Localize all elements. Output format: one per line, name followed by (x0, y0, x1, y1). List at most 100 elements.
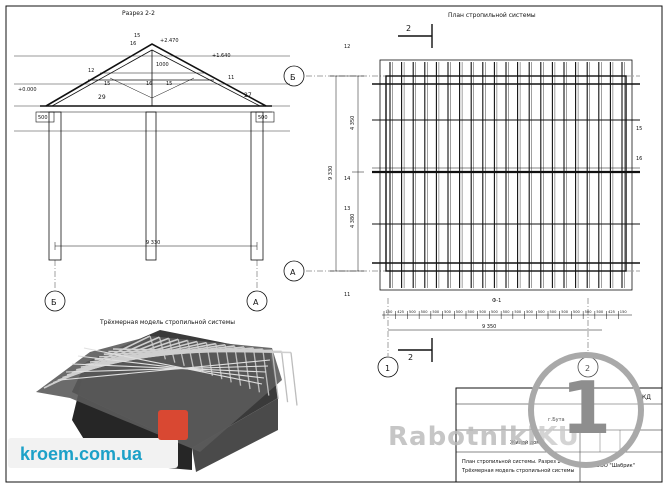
spacing-label: 500 (432, 310, 440, 314)
spacing-label: 500 (514, 310, 522, 314)
sheet-frame (5, 5, 663, 483)
spacing-label: 500 (491, 310, 499, 314)
mark-label: 14 (344, 176, 350, 182)
model-purlin (77, 355, 265, 379)
axis-bubble-a (283, 260, 305, 282)
mark-label: 15 (104, 81, 110, 87)
pitch-right: 27 (244, 92, 252, 99)
model-title: Трёхмерная модель стропильной системы (99, 319, 235, 326)
support-left (35, 111, 55, 123)
model-purlin (83, 347, 263, 385)
cut-label-top: 2 (406, 24, 411, 33)
pitch-left: 29 (98, 94, 106, 101)
spacing-label: 500 (526, 310, 534, 314)
sheet-desc-1: План стропильной системы. Разрез 2-2 (462, 458, 566, 465)
axis-1-label: 1 (385, 364, 390, 373)
spacing-label: 500 (479, 310, 487, 314)
strut (109, 77, 153, 99)
spacing-label: 500 (596, 310, 604, 314)
axis-b-label: Б (51, 298, 57, 307)
model-purlin (71, 363, 267, 373)
company-name: ООО "Шабрик" (596, 463, 635, 469)
model-rafter (243, 346, 251, 390)
spacing-label: 500 (468, 310, 476, 314)
cut-label-bottom: 2 (408, 353, 413, 362)
mark-label: 16 (130, 41, 136, 47)
model-rafter (186, 340, 195, 370)
plan-axis-a-label: А (290, 268, 296, 277)
support-right (255, 111, 275, 123)
axis-bubble-1 (377, 356, 399, 378)
model-rafter (280, 351, 289, 403)
spacing-label: 500 (573, 310, 581, 314)
spacing-label: 500 (538, 310, 546, 314)
sheet-desc-2: Трёхмерная модель стропильной системы (461, 467, 575, 474)
spacing-label: 500 (561, 310, 569, 314)
rafter-plan: План стропильной системы 2 Б А 9 330 4 3… (283, 12, 642, 378)
mark-label: 16 (636, 156, 642, 162)
support-right-label: 500 (258, 115, 268, 121)
spacing-label: 500 (409, 310, 417, 314)
plan-title: План стропильной системы (448, 12, 536, 19)
site-watermark: kroem.com.ua (20, 444, 143, 464)
ridge-level: +2.470 (160, 38, 179, 44)
mark-label: 11 (344, 292, 350, 298)
sheet-number-badge: 1 (528, 352, 644, 468)
plate-level: +1.640 (212, 53, 231, 59)
mark-label: 15 (166, 81, 172, 87)
model-rafter (290, 352, 298, 406)
model-rafter (271, 350, 279, 399)
model-purlin (65, 365, 269, 373)
spacing-label: 150 (386, 310, 394, 314)
mark-label: 15 (134, 33, 140, 39)
axis-bubble-b (44, 290, 66, 312)
wall-left (48, 111, 62, 261)
support-left-label: 500 (38, 115, 48, 121)
axis-a-label: А (253, 298, 259, 307)
model-rafter-group (43, 335, 298, 406)
plan-outline (379, 59, 633, 291)
axis-bubble-b (283, 65, 305, 87)
model-rafter (252, 348, 261, 393)
spacing-label: 150 (620, 310, 628, 314)
tools-icon (158, 410, 188, 440)
section-2-2: Разрез 2-2 500 500 15 16 +2.470 +1.640 1… (14, 10, 290, 312)
foundation-mark: Ф-1 (492, 298, 501, 304)
wall-middle (145, 111, 157, 261)
spacing-label: 500 (456, 310, 464, 314)
zero-level: +0.000 (18, 87, 37, 93)
site-watermark-box (8, 438, 178, 468)
mark-label: 12 (88, 68, 94, 74)
mark-label: 12 (344, 44, 350, 50)
plan-axis-b-label: Б (290, 73, 296, 82)
strut (151, 77, 195, 99)
plan-dim-total-v: 9 330 (328, 166, 334, 180)
dim-1000: 1000 (156, 62, 169, 68)
axis-bubble-a (246, 290, 268, 312)
sheet-number: 1 (560, 366, 612, 450)
spacing-label: 500 (585, 310, 593, 314)
spacing-label: 425 (397, 310, 404, 314)
plan-dim-bottom-v: 4 380 (350, 214, 356, 228)
model-rafter (112, 348, 292, 354)
mark-label: 15 (636, 126, 642, 132)
section-width-dim: 9 330 (146, 240, 160, 246)
spacing-label: 500 (444, 310, 452, 314)
rafter-group (389, 62, 625, 288)
project-code: КД (642, 394, 651, 401)
mark-label: 16 (146, 81, 152, 87)
house-wall-side (192, 398, 278, 472)
spacing-label: 500 (421, 310, 429, 314)
mark-label: 11 (228, 75, 234, 81)
mark-label: 13 (344, 206, 350, 212)
spacing-label: 500 (550, 310, 558, 314)
plan-dim-top-v: 4 350 (350, 116, 356, 130)
model-purlin (59, 359, 271, 381)
section-title: Разрез 2-2 (122, 10, 155, 17)
plan-dim-total-h: 9 350 (482, 324, 496, 330)
spacing-label: 425 (608, 310, 615, 314)
wall-right (250, 111, 264, 261)
roof-outline (45, 43, 267, 107)
